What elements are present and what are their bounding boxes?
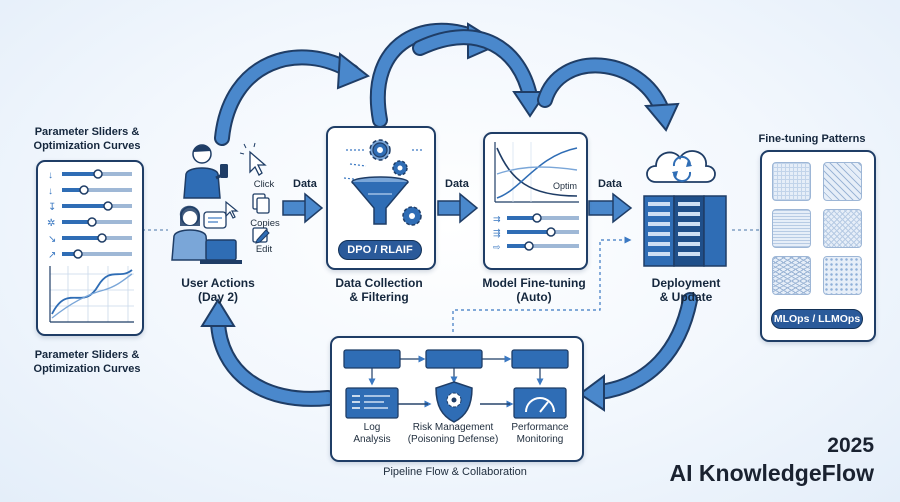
person-laptop-icon bbox=[171, 205, 242, 264]
curved-arrow-finetuning-to-deployment bbox=[537, 57, 680, 132]
curved-arrow-pipeline-to-actions bbox=[200, 298, 336, 407]
pattern-swatch-3 bbox=[772, 209, 811, 248]
funnel-icon bbox=[351, 176, 409, 225]
fine-tuning-patterns-card: MLOps / LLMOps bbox=[760, 150, 876, 342]
svg-text:↓: ↓ bbox=[48, 186, 53, 197]
fine-tuning-label: Model Fine-tuning(Auto) bbox=[482, 276, 586, 304]
person-phone-icon bbox=[183, 144, 228, 199]
log-icon bbox=[345, 387, 399, 419]
data-label-2: Data bbox=[445, 178, 469, 190]
curved-arrow-actions-to-collection bbox=[214, 49, 370, 146]
pattern-swatch-4 bbox=[823, 209, 862, 248]
svg-text:⇉: ⇉ bbox=[493, 214, 501, 224]
pointer-icon bbox=[225, 200, 239, 219]
cursor-click-icon bbox=[239, 142, 267, 176]
svg-text:↘: ↘ bbox=[48, 234, 56, 245]
server-icon bbox=[643, 195, 727, 267]
svg-text:↧: ↧ bbox=[48, 202, 56, 213]
gear-icon bbox=[369, 139, 391, 161]
data-collection-label: Data Collection& Filtering bbox=[335, 276, 423, 304]
cloud-sync-icon bbox=[646, 150, 716, 183]
data-arrow-3 bbox=[588, 192, 633, 224]
pipeline-card bbox=[330, 336, 584, 462]
data-arrow-2 bbox=[437, 192, 479, 224]
action-click-label: Click bbox=[253, 179, 275, 190]
pattern-swatch-6 bbox=[823, 256, 862, 295]
pattern-swatch-5 bbox=[772, 256, 811, 295]
deployment-illustration bbox=[643, 150, 727, 267]
mlops-llmops-badge: MLOps / LLMOps bbox=[771, 309, 863, 329]
action-edit-label: Edit bbox=[255, 244, 273, 255]
copy-icon bbox=[252, 193, 270, 214]
svg-text:⇶: ⇶ bbox=[493, 228, 501, 238]
parameter-sliders-card: ↓ ↓ ↧ ✲ ↘ ↗ bbox=[36, 160, 144, 336]
data-label-1: Data bbox=[293, 178, 317, 190]
data-arrow-1 bbox=[282, 192, 324, 224]
chat-bubble-icon bbox=[203, 211, 227, 229]
svg-text:⇨: ⇨ bbox=[493, 242, 501, 252]
dashed-connector-pipeline bbox=[452, 236, 632, 332]
patterns-panel-title: Fine-tuning Patterns bbox=[758, 133, 866, 145]
brand-year: 2025 bbox=[827, 434, 874, 457]
gauge-icon bbox=[513, 387, 567, 419]
pipeline-caption: Pipeline Flow & Collaboration bbox=[383, 466, 527, 478]
action-copies-label: Copies bbox=[250, 218, 280, 229]
shield-gear-icon bbox=[435, 381, 473, 423]
deployment-label: Deployment& Update bbox=[651, 276, 721, 304]
pattern-swatch-1 bbox=[772, 162, 811, 201]
svg-text:✲: ✲ bbox=[47, 218, 55, 229]
user-actions-label: User Actions(Day 2) bbox=[181, 276, 255, 304]
fine-tuning-card: ⇉ ⇶ ⇨ bbox=[483, 132, 588, 270]
finetune-sliders: ⇉ ⇶ ⇨ bbox=[493, 213, 579, 252]
edit-icon bbox=[252, 227, 270, 244]
svg-text:↗: ↗ bbox=[48, 250, 56, 261]
pattern-swatch-2 bbox=[823, 162, 862, 201]
curved-arrow-deployment-to-pipeline bbox=[578, 292, 698, 412]
brand-name: AI KnowledgeFlow bbox=[669, 460, 874, 486]
risk-management-label: Risk Management(Poisoning Defense) bbox=[407, 422, 499, 445]
dpo-rlaif-badge: DPO / RLAIF bbox=[338, 240, 422, 260]
svg-text:↓: ↓ bbox=[48, 170, 53, 181]
optim-curve-label: Optim bbox=[552, 181, 577, 191]
data-label-3: Data bbox=[598, 178, 622, 190]
user-actions-illustration bbox=[171, 142, 270, 264]
left-panel-title-top: Parameter Sliders &Optimization Curves bbox=[33, 126, 141, 152]
left-panel-title-bottom: Parameter Sliders &Optimization Curves bbox=[33, 349, 141, 375]
